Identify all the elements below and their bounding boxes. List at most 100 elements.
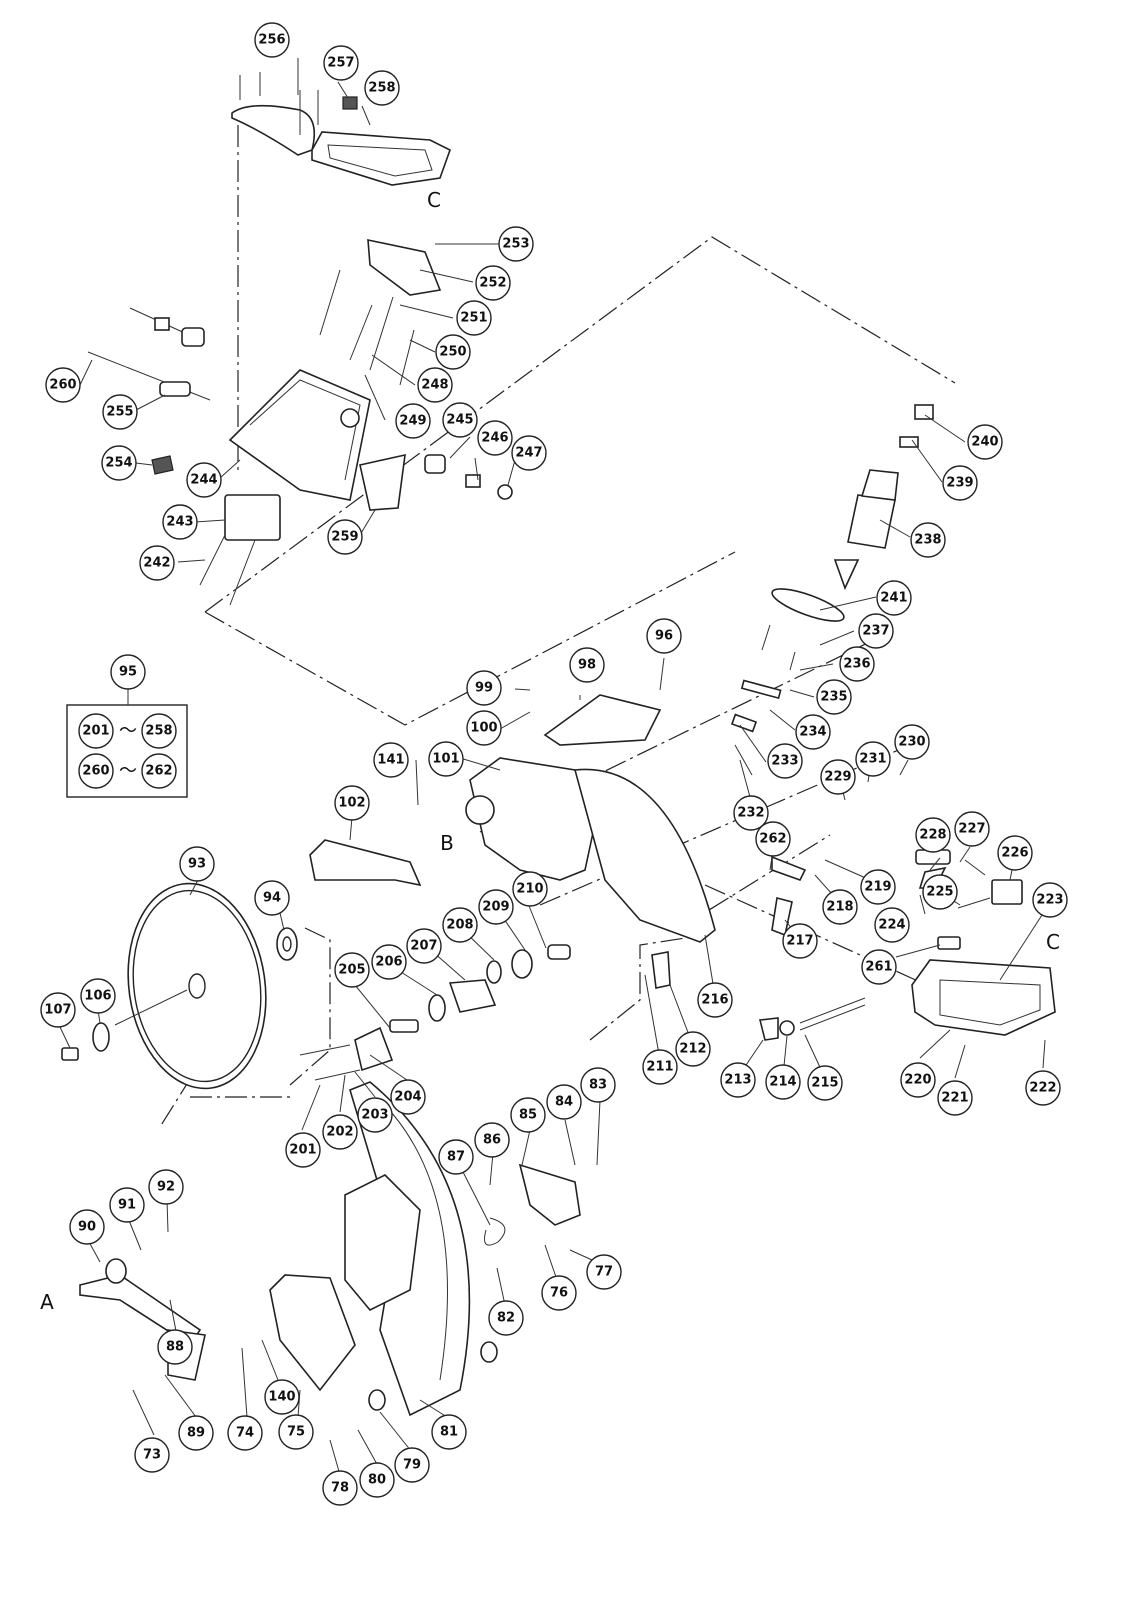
callout-249-circle (395, 403, 431, 439)
callout-216-circle (697, 982, 733, 1018)
callout-80-label: 80 (368, 1473, 386, 1488)
callout-241-label: 241 (880, 591, 907, 606)
lower-guard-assembly (79, 1081, 581, 1417)
callout-244: 244 (186, 462, 222, 498)
letter-c-top: C (427, 188, 441, 212)
callout-234: 234 (795, 714, 831, 750)
callout-240-label: 240 (971, 435, 998, 450)
callout-218-circle (822, 889, 858, 925)
callout-101-label: 101 (432, 752, 459, 767)
callout-82-label: 82 (497, 1311, 515, 1326)
callout-79: 79 (394, 1447, 430, 1483)
callout-93-label: 93 (188, 857, 206, 872)
callout-251-label: 251 (460, 311, 487, 326)
callout-218-label: 218 (826, 900, 853, 915)
callout-99: 99 (466, 670, 502, 706)
callout-216-label: 216 (701, 993, 728, 1008)
callout-89-circle (178, 1415, 214, 1451)
callout-210: 210 (512, 871, 548, 907)
callout-98-label: 98 (578, 658, 596, 673)
callout-232-label: 232 (737, 806, 764, 821)
callout-242-label: 242 (143, 556, 170, 571)
callout-213-label: 213 (724, 1073, 751, 1088)
callout-249-label: 249 (399, 414, 426, 429)
callout-93-circle (179, 846, 215, 882)
callout-233: 233 (767, 743, 803, 779)
callout-230: 230 (894, 724, 930, 760)
callout-100-label: 100 (470, 721, 497, 736)
callout-259-circle (327, 519, 363, 555)
callout-237-label: 237 (862, 624, 889, 639)
callout-250-circle (435, 334, 471, 370)
callout-260: 260 (45, 367, 81, 403)
letter-c-right: C (1046, 930, 1060, 954)
callout-260-circle (45, 367, 81, 403)
callout-74-label: 74 (236, 1426, 254, 1441)
callout-106: 106 (80, 978, 116, 1014)
callout-202: 202 (322, 1114, 358, 1150)
callout-203-circle (357, 1097, 393, 1133)
callout-236: 236 (839, 646, 875, 682)
callout-89: 89 (178, 1415, 214, 1451)
callout-251: 251 (456, 300, 492, 336)
callout-253: 253 (498, 226, 534, 262)
callout-223-label: 223 (1036, 893, 1063, 908)
callout-74: 74 (227, 1415, 263, 1451)
callout-224-label: 224 (878, 918, 905, 933)
callout-102-label: 102 (338, 796, 365, 811)
callout-81-label: 81 (440, 1425, 458, 1440)
callout-209-label: 209 (482, 900, 509, 915)
callout-213-circle (720, 1062, 756, 1098)
callout-87-circle (438, 1139, 474, 1175)
callout-231: 231 (855, 741, 891, 777)
callout-245-circle (442, 402, 478, 438)
callout-214-label: 214 (769, 1075, 796, 1090)
callout-257-circle (323, 45, 359, 81)
letter-a: A (40, 1290, 54, 1314)
callout-257: 257 (323, 45, 359, 81)
callout-247-circle (511, 435, 547, 471)
callout-230-label: 230 (898, 735, 925, 750)
callout-92: 92 (148, 1169, 184, 1205)
callout-222-label: 222 (1029, 1081, 1056, 1096)
callout-246-circle (477, 420, 513, 456)
callout-216: 216 (697, 982, 733, 1018)
callout-91: 91 (109, 1187, 145, 1223)
callout-245: 245 (442, 402, 478, 438)
callout-231-label: 231 (859, 752, 886, 767)
callout-140: 140 (264, 1379, 300, 1415)
callout-246-label: 246 (481, 431, 508, 446)
svg-text:201: 201 (82, 724, 109, 739)
callout-96: 96 (646, 618, 682, 654)
callout-215-label: 215 (811, 1076, 838, 1091)
callout-140-label: 140 (268, 1390, 295, 1405)
callout-250: 250 (435, 334, 471, 370)
callout-221: 221 (937, 1080, 973, 1116)
callout-75-circle (278, 1414, 314, 1450)
handle-cover-assembly (231, 72, 451, 186)
callout-83: 83 (580, 1067, 616, 1103)
callout-249: 249 (395, 403, 431, 439)
callout-217-label: 217 (786, 934, 813, 949)
callout-77: 77 (586, 1254, 622, 1290)
callout-242-circle (139, 545, 175, 581)
callout-226: 226 (997, 835, 1033, 871)
callout-224-circle (874, 907, 910, 943)
callout-96-circle (646, 618, 682, 654)
callout-89-label: 89 (187, 1426, 205, 1441)
callout-76-label: 76 (550, 1286, 568, 1301)
callout-206-circle (371, 944, 407, 980)
callout-235-circle (816, 679, 852, 715)
callout-106-label: 106 (84, 989, 111, 1004)
callout-206-label: 206 (375, 955, 402, 970)
callout-261: 261 (861, 949, 897, 985)
callout-91-circle (109, 1187, 145, 1223)
callout-241-circle (876, 580, 912, 616)
legend-range-1: 201 ～ 258 (78, 713, 177, 749)
callout-99-label: 99 (475, 681, 493, 696)
callout-107-label: 107 (44, 1003, 71, 1018)
callout-202-circle (322, 1114, 358, 1150)
callout-102: 102 (334, 785, 370, 821)
callout-243-circle (162, 504, 198, 540)
callout-203: 203 (357, 1097, 393, 1133)
